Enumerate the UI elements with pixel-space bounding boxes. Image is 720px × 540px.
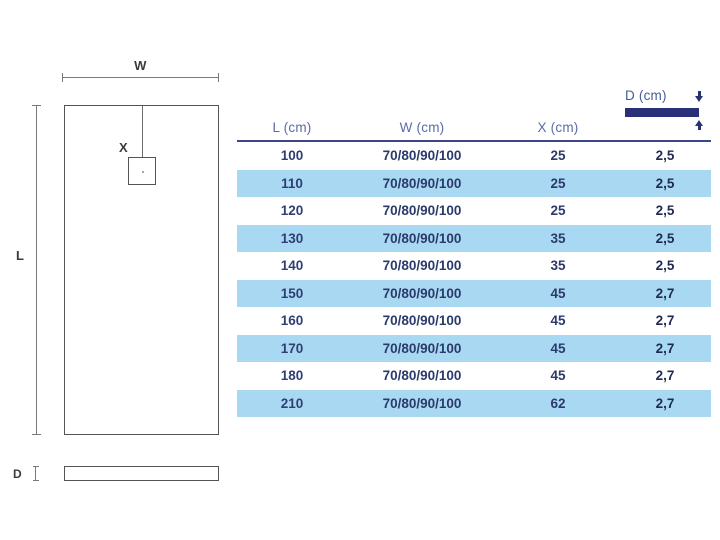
cell-length: 140: [280, 258, 304, 273]
depth-header-label: D (cm): [625, 88, 667, 103]
drain-center-point: [142, 171, 144, 173]
cell-depth: 2,7: [655, 395, 675, 411]
drain-outlet-square: [128, 157, 156, 185]
table-row: 180 70/80/90/100 45 2,7: [237, 362, 711, 390]
table-row: 120 70/80/90/100 25 2,5: [237, 197, 711, 225]
cell-offset: 45: [550, 313, 566, 328]
cell-offset: 45: [550, 340, 566, 356]
shower-tray-diagram: W L X D: [0, 0, 237, 540]
cell-depth: 2,7: [655, 285, 675, 301]
depth-dimension-label: D: [13, 467, 22, 481]
cell-depth: 2,5: [655, 230, 675, 246]
table-row: 110 70/80/90/100 25 2,5: [237, 169, 711, 197]
table-row: 170 70/80/90/100 45 2,7: [237, 334, 711, 362]
cell-width: 70/80/90/100: [382, 285, 462, 301]
cell-offset: 45: [550, 368, 566, 383]
cell-offset: 25: [550, 148, 566, 163]
drain-offset-label: X: [119, 140, 128, 155]
cell-depth: 2,5: [655, 148, 675, 163]
cell-width: 70/80/90/100: [382, 148, 462, 163]
cell-length: 100: [280, 148, 304, 163]
cell-width: 70/80/90/100: [382, 313, 462, 328]
width-dimension-line: [62, 73, 219, 82]
cell-offset: 45: [550, 285, 566, 301]
cell-depth: 2,5: [655, 258, 675, 273]
table-row: 100 70/80/90/100 25 2,5: [237, 142, 711, 170]
width-dimension-label: W: [134, 58, 147, 73]
thickness-bar-icon: [625, 108, 699, 117]
cell-width: 70/80/90/100: [382, 395, 462, 411]
tray-side-view-outline: [64, 466, 219, 481]
table-row: 160 70/80/90/100 45 2,7: [237, 307, 711, 335]
cell-width: 70/80/90/100: [382, 340, 462, 356]
cell-depth: 2,7: [655, 368, 675, 383]
cell-length: 130: [280, 230, 304, 246]
length-dimension-line: [32, 105, 41, 435]
table-row: 140 70/80/90/100 35 2,5: [237, 252, 711, 280]
header-divider-rule: [237, 140, 711, 142]
cell-offset: 25: [550, 175, 566, 191]
cell-offset: 62: [550, 395, 566, 411]
cell-width: 70/80/90/100: [382, 203, 462, 218]
table-header-row: L (cm) W (cm) X (cm): [237, 116, 711, 140]
cell-length: 120: [280, 203, 304, 218]
table-body: 100 70/80/90/100 25 2,5 110 70/80/90/100…: [237, 142, 711, 417]
cell-width: 70/80/90/100: [382, 368, 462, 383]
column-header-offset: X (cm): [537, 120, 579, 135]
cell-offset: 25: [550, 203, 566, 218]
cell-width: 70/80/90/100: [382, 175, 462, 191]
cell-offset: 35: [550, 230, 566, 246]
cell-depth: 2,5: [655, 175, 675, 191]
length-dimension-label: L: [16, 248, 24, 263]
cell-depth: 2,7: [655, 340, 675, 356]
drain-offset-leader-line: [142, 106, 144, 172]
depth-header-badge: D (cm): [625, 88, 711, 134]
depth-dimension-line: [32, 466, 39, 481]
cell-length: 150: [280, 285, 304, 301]
cell-length: 210: [280, 395, 304, 411]
column-header-depth: [619, 116, 711, 140]
cell-length: 180: [280, 368, 304, 383]
table-row: 130 70/80/90/100 35 2,5: [237, 224, 711, 252]
cell-length: 170: [280, 340, 304, 356]
table-row: 150 70/80/90/100 45 2,7: [237, 279, 711, 307]
cell-length: 110: [281, 175, 303, 191]
column-header-width: W (cm): [399, 120, 445, 135]
cell-depth: 2,7: [655, 313, 675, 328]
cell-offset: 35: [550, 258, 566, 273]
cell-width: 70/80/90/100: [382, 230, 462, 246]
cell-length: 160: [280, 313, 304, 328]
cell-width: 70/80/90/100: [382, 258, 462, 273]
column-header-length: L (cm): [272, 120, 312, 135]
cell-depth: 2,5: [655, 203, 675, 218]
table-row: 210 70/80/90/100 62 2,7: [237, 389, 711, 417]
